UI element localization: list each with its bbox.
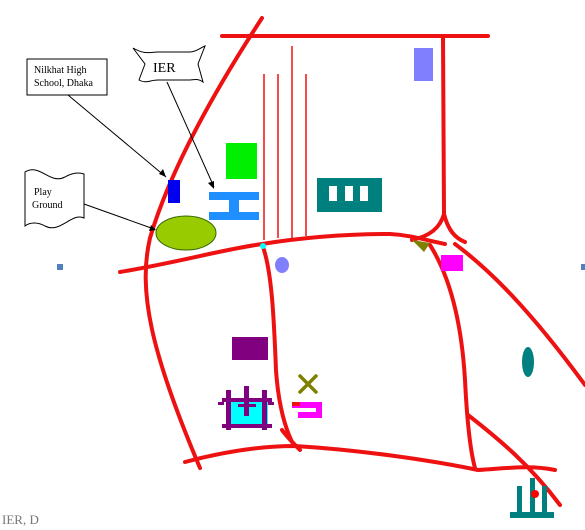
ier-label: IER <box>153 61 176 76</box>
play-ground <box>155 215 217 251</box>
school-callout: Nilkhat High School, Dhaka <box>26 58 167 178</box>
building-magenta <box>441 255 463 271</box>
play-label-line1: Play <box>34 187 52 198</box>
road-right-vertical <box>441 34 446 216</box>
road-right-loop-b <box>442 212 467 244</box>
pond-small <box>275 257 289 273</box>
road-east-curve <box>428 243 477 470</box>
ier-building <box>209 192 259 220</box>
road-network <box>118 16 585 507</box>
marker-right <box>581 264 585 270</box>
road-left-diagonal <box>143 16 264 470</box>
ier-callout: IER <box>132 45 215 189</box>
purple-cyan-complex <box>218 386 274 430</box>
play-ground-callout: Play Ground <box>24 169 156 231</box>
road-bottom <box>183 444 557 472</box>
building-periwinkle <box>414 48 433 81</box>
teal-monument <box>510 478 554 518</box>
road-main-horizontal <box>118 232 447 274</box>
road-junction-bottom <box>280 428 302 452</box>
road-east-diagonal <box>453 242 585 387</box>
school-label-line2: School, Dhaka <box>34 78 93 89</box>
x-mark <box>298 374 318 394</box>
school-label-line1: Nilkhat High <box>34 65 87 76</box>
school-building <box>168 180 180 203</box>
thin-lines <box>263 46 307 240</box>
building-purple <box>232 337 268 360</box>
teal-building <box>317 178 382 212</box>
building-green <box>226 143 257 179</box>
play-label-line2: Ground <box>32 200 63 211</box>
junction-marker <box>412 240 430 252</box>
footer-text: IER, D <box>2 512 39 527</box>
teal-ellipse <box>522 347 534 377</box>
red-dot <box>531 490 539 498</box>
road-southeast <box>466 413 562 507</box>
road-inner-vertical <box>260 242 294 444</box>
marker-left <box>57 264 63 270</box>
magenta-structure <box>292 402 322 418</box>
road-right-loop <box>410 212 446 242</box>
junction-dot <box>260 243 266 249</box>
